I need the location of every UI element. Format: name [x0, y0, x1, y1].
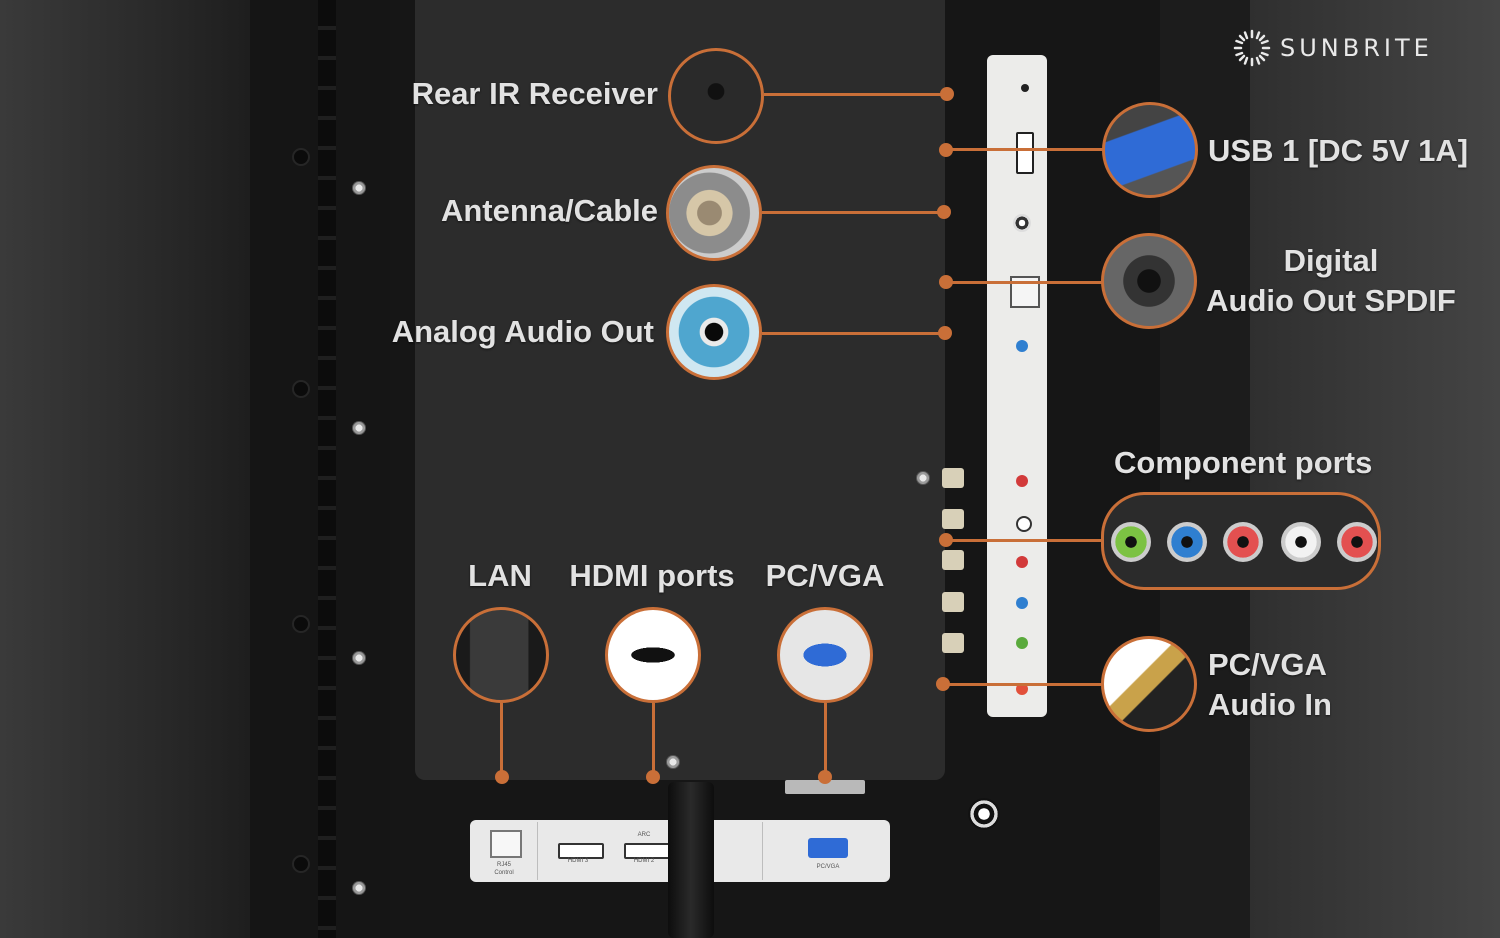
- component-label: Component ports: [1114, 445, 1373, 480]
- pcvga-connector: [824, 703, 827, 773]
- rear-ir-connector: [764, 93, 946, 96]
- arc-label: ARC: [637, 832, 651, 838]
- hdmi-cable: [668, 782, 714, 938]
- pcvga-audio-label-line1: PC/VGA: [1208, 647, 1327, 682]
- rail-hole: [292, 148, 310, 166]
- screw: [352, 881, 366, 895]
- analog-audio-connector: [762, 332, 942, 335]
- rear-ir-label: Rear IR Receiver: [411, 76, 658, 111]
- analog-audio-port: [1016, 340, 1028, 352]
- hdmi-label: HDMI ports: [569, 558, 735, 593]
- spdif-label-line1: Digital: [1283, 243, 1379, 278]
- rail-hole: [292, 380, 310, 398]
- sunburst-logo-icon: [1233, 29, 1271, 67]
- pcvga-panel-label: PC/VGA: [816, 864, 840, 870]
- antenna-label: Antenna/Cable: [440, 193, 658, 228]
- vga-plug: [785, 780, 865, 794]
- rca-red-port: [1016, 475, 1028, 487]
- usb-connector: [946, 148, 1104, 151]
- antenna-port: [1013, 214, 1031, 232]
- rca-plug: [942, 468, 964, 488]
- pcvga-audio-zoom: [1101, 636, 1197, 732]
- pcvga-zoom: [777, 607, 873, 703]
- antenna-zoom: [666, 165, 762, 261]
- pcvga-label: PC/VGA: [765, 558, 885, 593]
- right-blurred-background: [1250, 0, 1500, 938]
- spdif-connector: [946, 281, 1104, 284]
- vga-port: [808, 838, 848, 858]
- pcvga-audio-port: [1016, 683, 1028, 695]
- left-blurred-background: [0, 0, 250, 938]
- rca-white-port: [1016, 516, 1032, 532]
- rca-pb-port: [1016, 597, 1028, 609]
- analog-audio-zoom: [666, 284, 762, 380]
- screw: [352, 651, 366, 665]
- rca-plug: [942, 592, 964, 612]
- hdmi2-port: [624, 843, 670, 859]
- screw: [352, 181, 366, 195]
- component-zoom: [1101, 492, 1381, 590]
- hdmi-dot: [646, 770, 660, 784]
- analog-audio-label: Analog Audio Out: [391, 314, 654, 349]
- hdmi3-port: [558, 843, 604, 859]
- lan-label: LAN: [468, 558, 532, 593]
- control-label: Control: [494, 870, 514, 876]
- lan-connector: [500, 703, 503, 773]
- spdif-zoom: [1101, 233, 1197, 329]
- hdmi-connector: [652, 703, 655, 773]
- ir-sensor-port: [1021, 84, 1029, 92]
- round-port: [968, 798, 1000, 830]
- rca-y-port: [1016, 637, 1028, 649]
- lan-dot: [495, 770, 509, 784]
- rj45-label: RJ45: [496, 862, 511, 868]
- hdmi2-label: HDMI 2: [633, 858, 655, 864]
- rear-ir-dot: [940, 87, 954, 101]
- screw: [666, 755, 680, 769]
- rear-ir-zoom: [668, 48, 764, 144]
- pcvga-audio-connector: [943, 683, 1103, 686]
- rca-plug: [942, 633, 964, 653]
- spdif-label-line2: Audio Out SPDIF: [1206, 283, 1456, 318]
- rca-plug: [942, 509, 964, 529]
- strip-divider: [537, 822, 538, 880]
- brand-logo: SUNBRITE: [1232, 28, 1433, 68]
- component-connector: [946, 539, 1102, 542]
- hinge: [318, 0, 336, 938]
- rca-plug: [942, 550, 964, 570]
- antenna-connector: [762, 211, 942, 214]
- rca-pr-port: [1016, 556, 1028, 568]
- antenna-dot: [937, 205, 951, 219]
- strip-divider: [762, 822, 763, 880]
- screw: [916, 471, 930, 485]
- usb-port: [1016, 132, 1034, 174]
- usb-label: USB 1 [DC 5V 1A]: [1208, 133, 1469, 168]
- pcvga-audio-label-line2: Audio In: [1208, 687, 1332, 722]
- pcvga-dot: [818, 770, 832, 784]
- lan-zoom: [453, 607, 549, 703]
- screw: [352, 421, 366, 435]
- hdmi3-label: HDMI 3: [567, 858, 589, 864]
- brand-name: SUNBRITE: [1280, 34, 1433, 62]
- usb-zoom: [1102, 102, 1198, 198]
- hdmi-zoom: [605, 607, 701, 703]
- analog-audio-dot: [938, 326, 952, 340]
- rail-hole: [292, 855, 310, 873]
- rj45-port: [490, 830, 522, 858]
- rail-hole: [292, 615, 310, 633]
